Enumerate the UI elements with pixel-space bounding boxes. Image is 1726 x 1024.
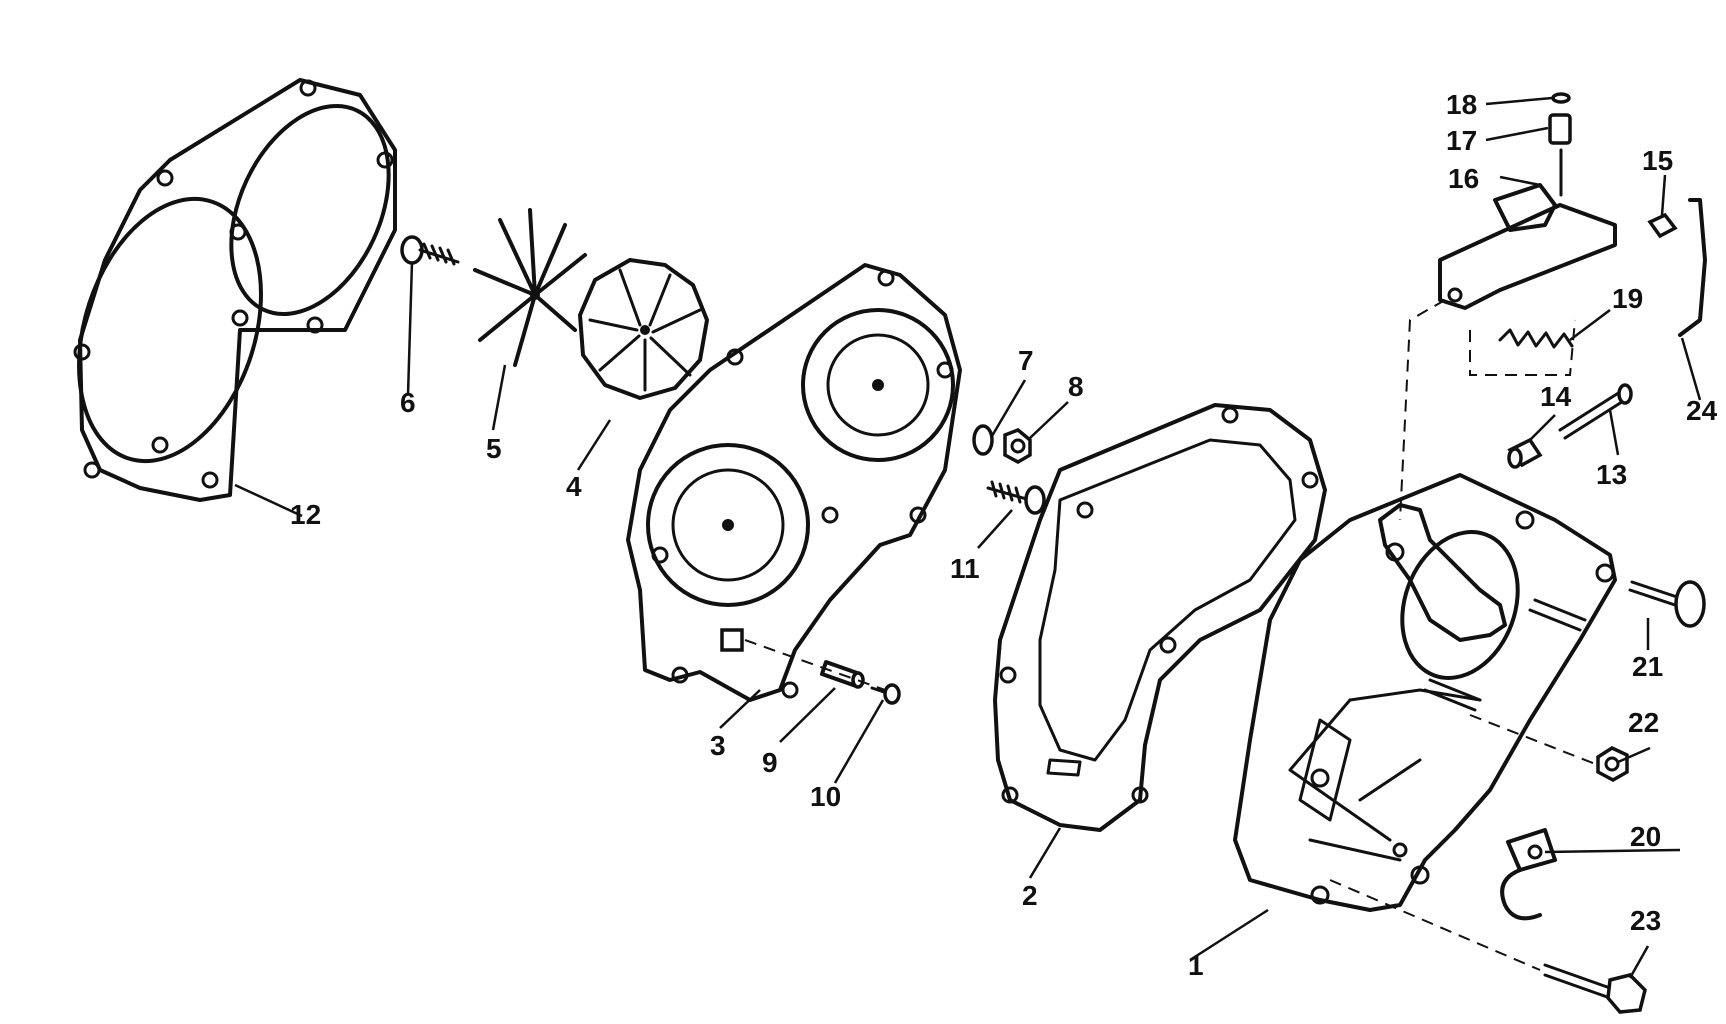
- callout-label: 5: [486, 433, 502, 464]
- callout-label: 7: [1018, 345, 1034, 376]
- callout-labels: 1 2 3 4 5 6 7 8 9 10 11 12 13 14 15 16 1…: [290, 89, 1718, 981]
- pump-body-part-3: [626, 263, 962, 702]
- spring-part-19: [1498, 328, 1574, 349]
- lever-part-16: [1438, 183, 1617, 310]
- callout-label: 15: [1642, 145, 1673, 176]
- gasket-part-2: [993, 403, 1327, 832]
- leader-lines: [234, 96, 1702, 979]
- bushing-part-14: [1507, 437, 1543, 469]
- alignment-line-spring: [1469, 319, 1576, 376]
- callout-label: 12: [290, 499, 321, 530]
- washer-part-18: [1551, 92, 1571, 104]
- star-valve-part-5: [473, 208, 587, 367]
- callout-label: 8: [1068, 371, 1084, 402]
- screw-part-10: [870, 683, 901, 705]
- gasket-part-12: [73, 78, 397, 502]
- callout-label: 19: [1612, 283, 1643, 314]
- callout-label: 17: [1446, 125, 1477, 156]
- cap-part-15: [1647, 212, 1678, 239]
- screw-part-11: [986, 480, 1046, 515]
- alignment-line-bolt: [1329, 879, 1541, 971]
- screw-part-21: [1628, 580, 1706, 628]
- valve-disc-part-4: [578, 258, 709, 400]
- housing-part-1: [1233, 473, 1617, 912]
- hex-nut-part-8: [1003, 427, 1032, 465]
- callout-label: 9: [762, 747, 778, 778]
- bolt-part-23: [1543, 963, 1647, 1014]
- callout-label: 2: [1022, 880, 1038, 911]
- callout-label: 20: [1630, 821, 1661, 852]
- pin-part-9: [820, 660, 865, 689]
- sleeve-part-17: [1548, 113, 1572, 145]
- callout-label: 24: [1686, 395, 1718, 426]
- alignment-line-lever: [1399, 299, 1446, 521]
- callout-label: 4: [566, 471, 582, 502]
- nut-part-22: [1596, 746, 1629, 782]
- callout-label: 16: [1448, 163, 1479, 194]
- washer-part-7: [972, 424, 994, 456]
- callout-label: 3: [710, 730, 726, 761]
- callout-label: 6: [400, 387, 416, 418]
- callout-label: 11: [950, 553, 980, 584]
- callout-label: 18: [1446, 89, 1477, 120]
- callout-label: 22: [1628, 707, 1659, 738]
- pin-part-13: [1558, 383, 1633, 440]
- callout-label: 14: [1540, 381, 1572, 412]
- callout-label: 10: [810, 781, 841, 812]
- callout-label: 23: [1630, 905, 1661, 936]
- callout-label: 13: [1596, 459, 1627, 490]
- callout-label: 1: [1188, 950, 1204, 981]
- rod-part-24: [1678, 198, 1707, 337]
- clip-part-20: [1500, 828, 1557, 921]
- callout-label: 21: [1632, 651, 1663, 682]
- screw-part-6: [400, 235, 460, 266]
- alignment-line-nut: [1469, 714, 1599, 766]
